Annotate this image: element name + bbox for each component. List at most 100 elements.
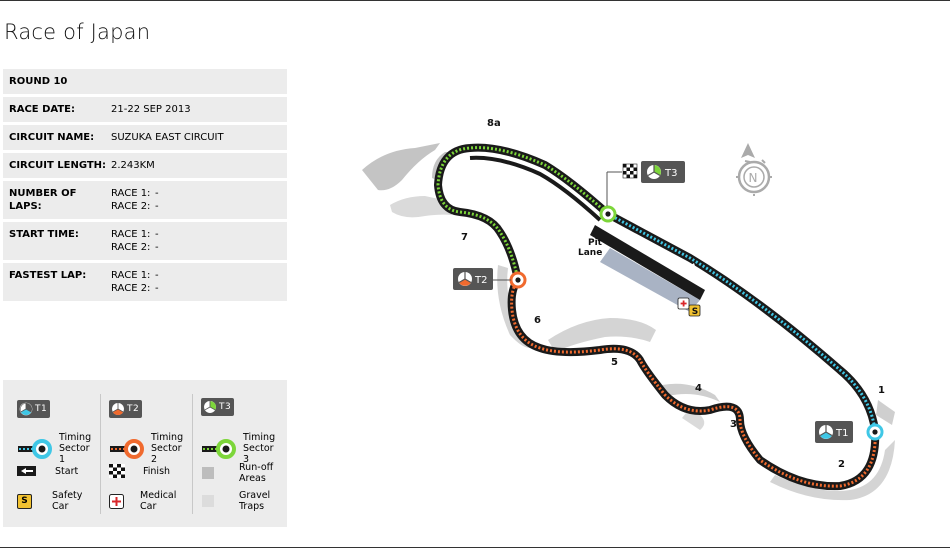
legend-timing-sector-3: Timing Sector 3 — [201, 432, 281, 465]
mercedes-star-icon — [204, 401, 216, 413]
legend-divider — [192, 394, 193, 514]
legend-gravel-label: Gravel Traps — [239, 490, 271, 512]
legend-timing-2-label: Timing Sector 2 — [151, 432, 184, 465]
fastest-lap-label: FASTEST LAP: — [9, 270, 87, 281]
turn-1-label: 1 — [878, 385, 885, 396]
start-time-label: START TIME: — [9, 229, 79, 240]
laps-race1-value: - — [155, 188, 159, 199]
info-row-circuit-name: CIRCUIT NAME: SUZUKA EAST CIRCUIT — [3, 125, 287, 150]
legend-t1-badge: T1 — [17, 400, 51, 418]
track-map: T1 T2 T3 S N 1 2 — [362, 118, 895, 501]
laps-value: RACE 1:- RACE 2:- — [111, 181, 159, 219]
legend-timing-sector-2: Timing Sector 2 — [109, 432, 189, 465]
circuit-name-value: SUZUKA EAST CIRCUIT — [111, 132, 224, 143]
chequered-flag-icon — [109, 464, 125, 478]
info-row-round: ROUND 10 — [3, 69, 287, 94]
medical-car-icon — [677, 297, 690, 310]
page-title: Race of Japan — [4, 20, 151, 44]
legend-t3-badge: T3 — [201, 398, 235, 416]
circuit-length-label: CIRCUIT LENGTH: — [9, 160, 107, 171]
info-row-fastest-lap: FASTEST LAP: RACE 1:- RACE 2:- — [3, 263, 287, 301]
start-race1-value: - — [155, 229, 159, 240]
start-time-value: RACE 1:- RACE 2:- — [111, 222, 159, 260]
legend-gravel: Gravel Traps — [201, 490, 279, 512]
safety-car-icon: S — [17, 493, 32, 509]
circuit-length-value: 2.243KM — [111, 160, 155, 171]
fastest-race1-label: RACE 1: — [111, 270, 151, 281]
fastest-race1-value: - — [155, 270, 159, 281]
legend-runoff-label: Run-off Areas — [239, 462, 274, 484]
compass-letter: N — [749, 171, 758, 185]
info-row-start-time: START TIME: RACE 1:- RACE 2:- — [3, 222, 287, 260]
pit-building — [600, 248, 700, 312]
turn-8a-label: 8a — [487, 118, 501, 129]
map-safety-letter: S — [692, 307, 698, 317]
map-badge-t1-text: T1 — [835, 428, 848, 439]
race-date-value: 21-22 SEP 2013 — [111, 104, 191, 115]
fastest-race2-value: - — [155, 283, 159, 294]
turn-4-label: 4 — [695, 383, 702, 394]
legend-safety-car: S Safety Car — [17, 490, 86, 512]
legend-timing-sector-1: Timing Sector 1 — [17, 432, 97, 465]
turn-3-label: 3 — [730, 419, 737, 430]
start-race1-label: RACE 1: — [111, 229, 151, 240]
gravel-trap-icon — [202, 495, 214, 507]
timing-point-t2 — [509, 271, 527, 289]
start-arrow-icon — [682, 263, 698, 275]
timing-point-t1 — [866, 423, 884, 441]
chequered-flag-icon — [622, 163, 638, 179]
start-race2-value: - — [155, 242, 159, 253]
runoff-areas — [362, 143, 895, 501]
race-info-table: ROUND 10 RACE DATE: 21-22 SEP 2013 CIRCU… — [3, 69, 287, 304]
start-arrow-icon — [17, 466, 36, 476]
legend-timing-1-label: Timing Sector 1 — [59, 432, 92, 465]
legend-divider — [100, 394, 101, 514]
race-date-label: RACE DATE: — [9, 104, 76, 115]
legend-start: Start — [17, 465, 78, 477]
legend-t3-text: T3 — [219, 401, 232, 412]
laps-race2-value: - — [155, 201, 159, 212]
map-badge-t3: T3 — [606, 161, 685, 206]
legend-t2-badge: T2 — [109, 400, 143, 418]
plus-icon — [109, 493, 124, 509]
top-rule — [0, 0, 950, 1]
laps-race2-label: RACE 2: — [111, 201, 151, 212]
fastest-race2-label: RACE 2: — [111, 283, 151, 294]
legend-t1-text: T1 — [35, 403, 48, 414]
timing-sector-1-icon — [18, 438, 52, 459]
info-row-laps: NUMBER OF LAPS: RACE 1:- RACE 2:- — [3, 181, 287, 219]
start-race2-label: RACE 2: — [111, 242, 151, 253]
mercedes-star-icon — [112, 403, 124, 415]
legend-start-label: Start — [55, 465, 79, 477]
runoff-area-icon — [202, 467, 214, 479]
map-badge-t1: T1 — [815, 421, 853, 443]
timing-point-t3 — [599, 205, 617, 223]
map-badge-t2-text: T2 — [474, 275, 487, 286]
round-label: ROUND 10 — [9, 76, 68, 87]
map-badge-t2: T2 — [453, 268, 511, 290]
info-row-race-date: RACE DATE: 21-22 SEP 2013 — [3, 97, 287, 122]
bottom-rule — [0, 547, 950, 548]
legend-runoff: Run-off Areas — [201, 462, 279, 484]
legend-safety-label: Safety Car — [52, 490, 83, 512]
info-row-circuit-length: CIRCUIT LENGTH: 2.243KM — [3, 153, 287, 178]
pit-lane-road — [590, 225, 705, 300]
sector-3-line — [436, 146, 610, 281]
inner-road — [469, 155, 602, 222]
fastest-lap-value: RACE 1:- RACE 2:- — [111, 263, 159, 301]
sector-1-line — [607, 212, 877, 431]
legend-finish: Finish — [109, 464, 170, 478]
sector-2-line — [510, 279, 877, 488]
legend-medical-car: Medical Car — [109, 490, 180, 512]
legend-t2-text: T2 — [127, 403, 140, 414]
laps-label: NUMBER OF LAPS: — [9, 188, 77, 212]
mercedes-star-icon — [19, 402, 33, 416]
safety-car-icon: S — [688, 304, 701, 317]
timing-sector-3-icon — [202, 438, 236, 459]
legend-finish-label: Finish — [143, 465, 171, 477]
map-legend: T1 T2 T3 Timing Sector 1 Timing Sector 2… — [3, 380, 287, 527]
turn-6-label: 6 — [534, 315, 541, 326]
laps-race1-label: RACE 1: — [111, 188, 151, 199]
legend-medical-label: Medical Car — [140, 490, 177, 512]
